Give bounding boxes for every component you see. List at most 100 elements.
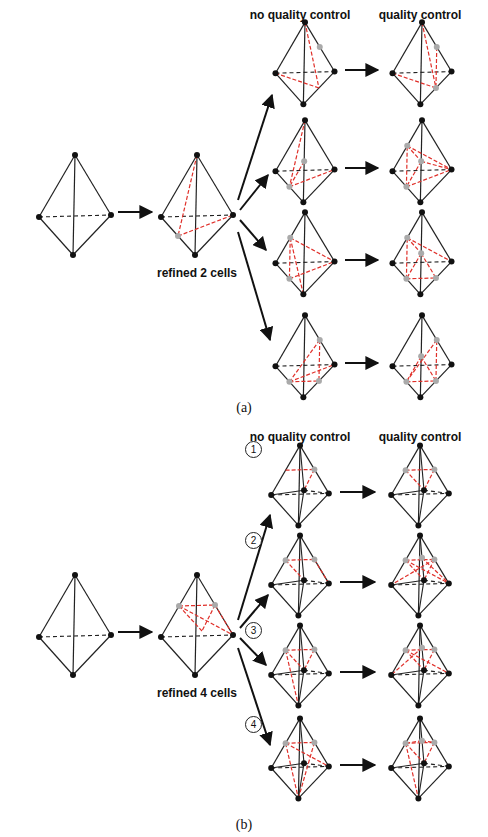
interior-edge bbox=[391, 763, 424, 768]
refinement-edge bbox=[290, 238, 303, 295]
interior-edge bbox=[298, 670, 304, 705]
tet-edge bbox=[391, 625, 420, 675]
new-vertex-dot bbox=[286, 276, 292, 282]
new-vertex-dot bbox=[403, 740, 409, 746]
flow-arrow bbox=[345, 69, 378, 71]
interior-edge bbox=[271, 763, 304, 768]
tetrahedron bbox=[388, 532, 452, 618]
new-vertex-dot bbox=[418, 158, 424, 164]
vertex-dot bbox=[415, 522, 421, 528]
column-heading: no quality control bbox=[250, 430, 351, 444]
vertex-dot bbox=[421, 577, 427, 583]
vertex-dot bbox=[388, 582, 394, 588]
tet-edge bbox=[420, 170, 451, 203]
new-vertex-dot bbox=[212, 602, 218, 608]
vertex-dot bbox=[389, 168, 395, 174]
tet-edge bbox=[73, 215, 111, 255]
vertex-dot bbox=[36, 214, 42, 220]
tetrahedron bbox=[268, 532, 332, 618]
vertex-dot bbox=[417, 532, 423, 538]
refinement-edge bbox=[406, 356, 421, 381]
vertex-dot bbox=[332, 167, 338, 173]
tet-edge bbox=[161, 155, 197, 217]
tet-edge bbox=[75, 155, 111, 215]
interior-edge bbox=[300, 718, 304, 763]
panel-label: (a) bbox=[236, 400, 252, 416]
new-vertex-dot bbox=[403, 184, 409, 190]
hidden-edge bbox=[275, 72, 334, 74]
tet-edge bbox=[275, 120, 305, 171]
vertex-dot bbox=[417, 394, 423, 400]
refinement-edge bbox=[406, 170, 451, 187]
refinement-edge bbox=[289, 380, 319, 382]
interior-edge bbox=[304, 580, 329, 583]
refinement-edge bbox=[421, 253, 436, 278]
flow-arrow bbox=[118, 211, 152, 213]
tet-edge bbox=[271, 585, 298, 615]
vertex-dot bbox=[108, 212, 114, 218]
tet-edge bbox=[275, 212, 305, 263]
vertex-dot bbox=[326, 580, 332, 586]
vertex-dot bbox=[388, 765, 394, 771]
interior-edge bbox=[300, 535, 304, 580]
tet-edge bbox=[303, 170, 334, 203]
vertex-dot bbox=[389, 363, 395, 369]
new-vertex-dot bbox=[176, 603, 182, 609]
flow-arrow bbox=[340, 491, 375, 493]
refinement-edge bbox=[424, 469, 434, 490]
vertex-dot bbox=[417, 199, 423, 205]
vertex-dot bbox=[302, 312, 308, 318]
interior-edge bbox=[420, 625, 424, 670]
interior-edge bbox=[298, 490, 304, 525]
refinement-edge bbox=[290, 238, 334, 262]
new-vertex-dot bbox=[311, 739, 317, 745]
tet-edge bbox=[195, 155, 197, 255]
refinement-edge bbox=[286, 560, 304, 580]
tet-edge bbox=[275, 315, 305, 366]
tet-edge bbox=[197, 155, 233, 215]
hidden-edge bbox=[275, 170, 334, 172]
new-vertex-dot bbox=[433, 85, 439, 91]
interior-edge bbox=[418, 490, 424, 525]
tet-edge bbox=[195, 635, 233, 675]
tet-edge bbox=[391, 445, 420, 495]
tet-edge bbox=[39, 637, 73, 675]
new-vertex-dot bbox=[403, 276, 409, 282]
new-vertex-dot bbox=[434, 44, 440, 50]
interior-edge bbox=[391, 490, 424, 495]
tet-edge bbox=[392, 212, 422, 263]
new-vertex-dot bbox=[433, 378, 439, 384]
tet-edge bbox=[391, 495, 418, 525]
tetrahedron bbox=[36, 152, 114, 258]
refinement-edge bbox=[406, 650, 449, 673]
flow-arrow bbox=[345, 167, 378, 169]
tet-edge bbox=[39, 575, 75, 637]
refinement-edge bbox=[286, 559, 315, 561]
refinement-edge bbox=[304, 649, 314, 670]
interior-edge bbox=[298, 763, 304, 798]
tet-edge bbox=[39, 217, 73, 255]
vertex-dot bbox=[300, 394, 306, 400]
flow-arrow bbox=[238, 648, 270, 745]
new-vertex-dot bbox=[434, 337, 440, 343]
vertex-dot bbox=[230, 212, 236, 218]
vertex-dot bbox=[297, 622, 303, 628]
flow-arrow bbox=[238, 232, 270, 340]
new-vertex-dot bbox=[283, 740, 289, 746]
vertex-dot bbox=[332, 362, 338, 368]
new-vertex-dot bbox=[419, 555, 425, 561]
hidden-edge bbox=[39, 215, 111, 217]
tetrahedron bbox=[389, 312, 454, 400]
hidden-edge bbox=[392, 365, 451, 367]
hidden-edge bbox=[275, 365, 334, 367]
new-vertex-dot bbox=[403, 557, 409, 563]
refinement-edge bbox=[178, 215, 233, 236]
refinement-edge bbox=[406, 238, 408, 279]
refinement-edge bbox=[289, 238, 291, 279]
vertex-dot bbox=[272, 363, 278, 369]
refinement-edge bbox=[406, 340, 436, 382]
refinement-edge bbox=[289, 120, 305, 186]
vertex-dot bbox=[417, 715, 423, 721]
refinement-edge bbox=[179, 605, 215, 606]
callout-number: 1 bbox=[245, 441, 262, 458]
